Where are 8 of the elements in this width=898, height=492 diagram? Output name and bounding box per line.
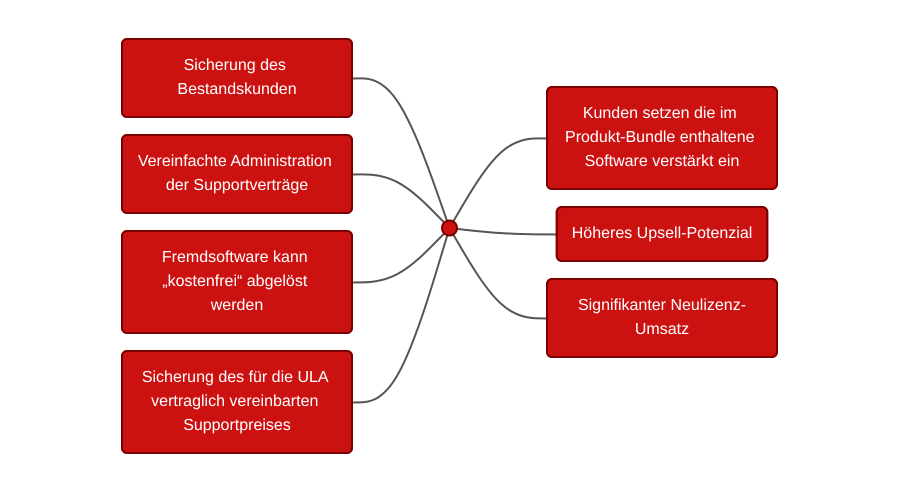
- connector: [352, 77, 448, 222]
- node-circle: [440, 220, 458, 236]
- connector: [452, 137, 548, 222]
- connector: [452, 234, 548, 320]
- connector: [456, 228, 557, 236]
- connector: [352, 173, 444, 224]
- connector: [352, 232, 444, 284]
- connector: [352, 234, 448, 404]
